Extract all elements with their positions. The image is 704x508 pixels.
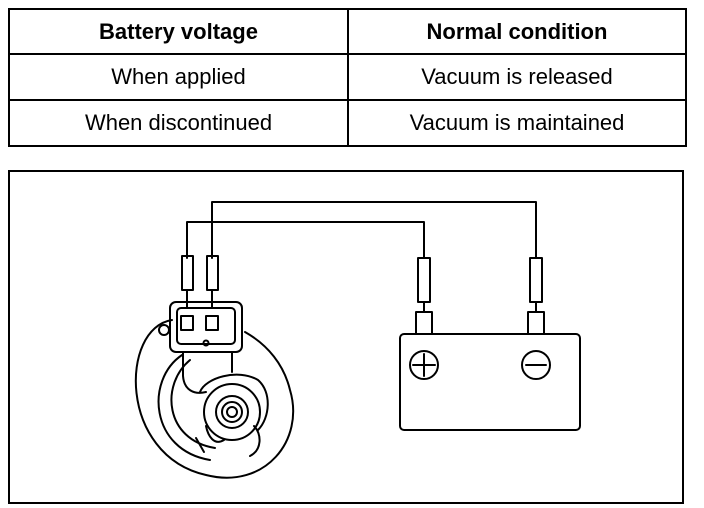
wiring-diagram-frame	[8, 170, 684, 504]
cell-voltage-discontinued: When discontinued	[8, 99, 349, 147]
wire-negative	[211, 201, 537, 259]
header-normal-condition: Normal condition	[347, 8, 687, 55]
table-row: When applied Vacuum is released	[8, 53, 687, 101]
cell-condition-released: Vacuum is released	[347, 53, 687, 101]
battery	[399, 311, 581, 431]
valve-lead-right	[206, 255, 219, 309]
cell-voltage-applied: When applied	[8, 53, 349, 101]
battery-lead-negative	[529, 257, 543, 313]
battery-lead-positive	[417, 257, 431, 313]
vacuum-switching-valve	[134, 301, 295, 479]
table-header-row: Battery voltage Normal condition	[8, 8, 687, 55]
valve-lead-left	[181, 255, 194, 309]
table-row: When discontinued Vacuum is maintained	[8, 99, 687, 147]
wire-positive	[186, 221, 425, 259]
condition-table: Battery voltage Normal condition When ap…	[8, 8, 687, 147]
battery-negative-terminal-symbol	[521, 350, 551, 380]
header-battery-voltage: Battery voltage	[8, 8, 349, 55]
battery-positive-terminal-symbol	[409, 350, 439, 380]
cell-condition-maintained: Vacuum is maintained	[347, 99, 687, 147]
